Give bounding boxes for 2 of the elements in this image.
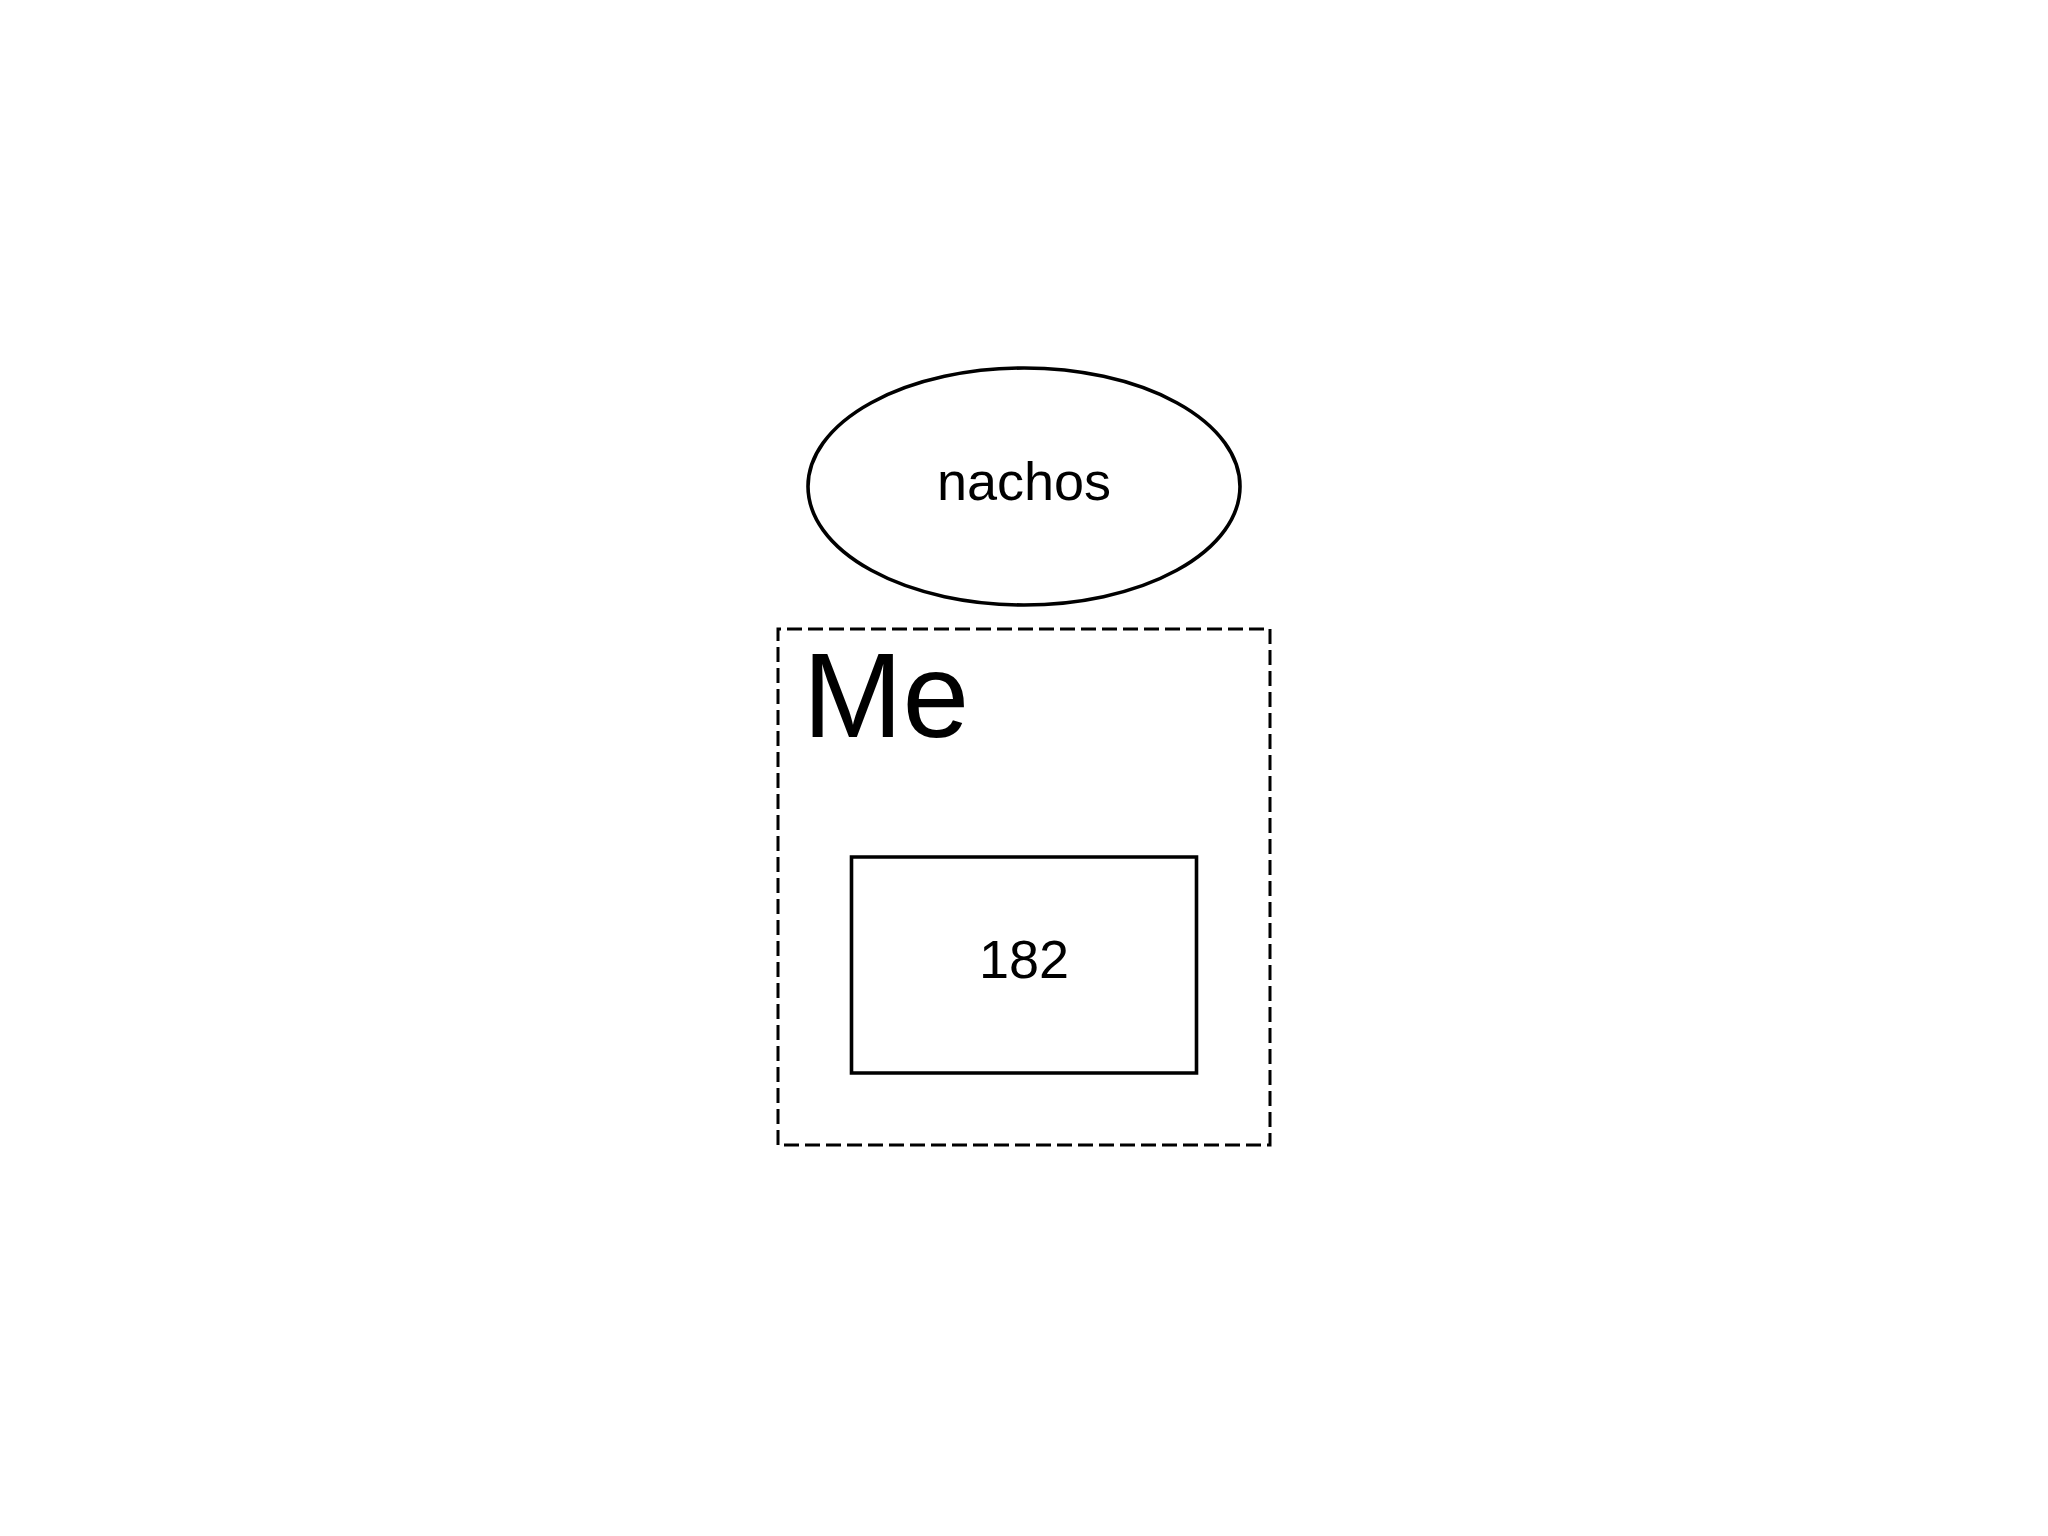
node-ellipse: nachos: [806, 365, 1242, 607]
node-box: 182: [849, 854, 1199, 1075]
